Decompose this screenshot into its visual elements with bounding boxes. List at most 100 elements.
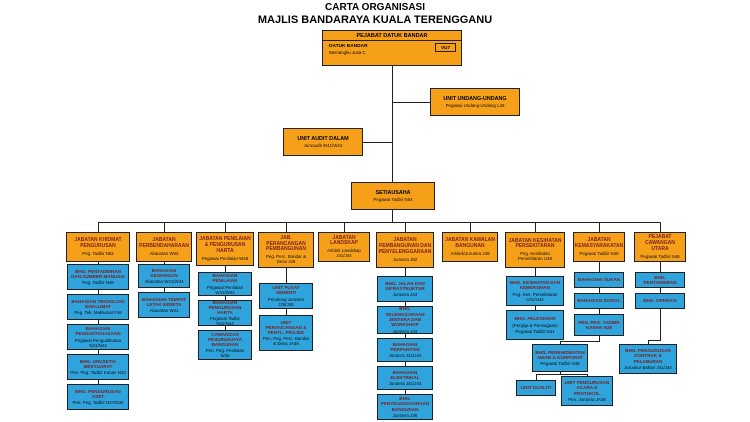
connector-line [587, 374, 588, 376]
pejabat-datuk-bandar-box: PEJABAT DATUK BANDAR DATUK BANDAR Memang… [322, 30, 462, 66]
bhg-penyelenggaraan-bangunan-title: BHG. PENYELENGGARAAN BANGUNAN [380, 396, 430, 412]
connector-line [363, 142, 392, 143]
dept-cawangan-utara-title: PEJABAT CAWANGAN UTARA [645, 234, 675, 252]
pen-peg-tadbir-kanan: PEN. PEG. TADBIR KANAN N36 [574, 314, 624, 336]
unit-pengurusan-acara-protokol-sub: Pen. Jurutera JA36 [568, 396, 606, 402]
bhg-pengurusan-aset-sub: Pen. Peg. Tadbir N27/N32 [72, 400, 124, 406]
bhg-tempat-letak-kereta-sub: Akauntan W41 [149, 308, 179, 314]
bhg-sukan-title: BAHAGIAN SUKAN [577, 277, 621, 283]
dept-kesihatan-persekitaran-title: JABATAN KESIHATAN PERSEKITARAN [508, 237, 562, 250]
connector-line [560, 372, 561, 374]
bhg-sosial: BAHAGIAN SOSIAL [574, 293, 624, 309]
bhg-selenggaraan-jentera-sub: Jurutera J44 [392, 328, 418, 334]
chart-title-line2: MAJLIS BANDARAYA KUALA TERENGGANU [257, 14, 493, 26]
unit-kualiti-title: UNIT KUALITI [520, 385, 552, 391]
connector-line [536, 374, 537, 380]
unit-pusat-sehenti-title: UNIT PUSAT SEHENTI [272, 285, 300, 296]
setiausaha-sub: Pegawai Tadbir N54 [373, 197, 413, 203]
bhg-pelesenan-sub: Pegawai Tadbir N41 [515, 328, 555, 334]
bhg-operasi-title: BHG. OPERASI [643, 298, 677, 304]
connector-line [560, 341, 600, 342]
bhg-elektrikal-sub: Jurutera J41/J44 [388, 381, 422, 387]
bhg-pentadbiran-sumber-manusia-sub: Peg. Tadbir N48 [82, 280, 114, 286]
unit-pengurusan-acara-protokol-title: UNIT PENGURUSAN ACARA & PROTOKOL [564, 380, 610, 396]
dept-landskap-title: JABATAN LANDSKAP [330, 234, 358, 247]
connector-line [98, 262, 99, 384]
bhg-urusetia-mesyuarat-sub: Pen. Peg. Tadbir Kanan N32 [70, 370, 126, 376]
unit-pusat-sehenti-sub: Penolong Jurutera J29/J36 [268, 296, 304, 307]
bhg-sosial-title: BAHAGIAN SOSIAL [577, 298, 621, 304]
connector-line [392, 210, 393, 222]
connector-line [225, 266, 226, 330]
bhg-pentadbiran-utara: BHG. PENTADBIRAN [635, 272, 685, 288]
dept-perbendaharaan-sub: Akauntan W52 [149, 250, 179, 256]
bhg-sukan: BAHAGIAN SUKAN [574, 272, 624, 288]
dept-perancangan-pembangunan-title: JAB. PERANCANGAN PEMBANGUNAN [266, 234, 306, 253]
bhg-pentadbiran-utara-title: BHG. PENTADBIRAN [643, 274, 677, 285]
dept-khidmat-pengurusan-sub: Peg. Tadbir N52 [82, 250, 114, 256]
bhg-pengurusan-kontrak-pelaburan-title: BHG. PENGURUSAN KONTRAK & PELABURAN [625, 348, 671, 364]
dept-perbendaharaan-title: JABATAN PERBENDAHARAAN [139, 237, 189, 249]
bhg-pengurusan-kontrak-pelaburan-sub: Juruukur Bahan J41/J44 [624, 364, 672, 370]
connector-line [392, 66, 393, 182]
bhg-urusetia-mesyuarat-title: BHG. URUSETIA MESYUARAT [79, 358, 117, 369]
dept-khidmat-pengurusan-title: JABATAN KHIDMAT PENGURUSAN [74, 237, 122, 249]
dept-cawangan-utara-sub: Pegawai Tadbir N48 [640, 253, 680, 259]
datuk-bandar-label: DATUK BANDAR [329, 44, 368, 49]
dept-penilaian-pengurusan-harta-sub: Pegawai Penilaian W48 [201, 255, 249, 261]
connector-line [648, 340, 661, 341]
pejabat-datuk-bandar-title: PEJABAT DATUK BANDAR [323, 31, 461, 41]
connector-line [344, 222, 345, 232]
chart-title-line1: CARTA ORGANISASI [325, 2, 425, 13]
unit-perancangan-penyelarasan-projek-title: UNIT PERANCANGAN & PENYL. PROJEK [265, 319, 307, 336]
bhg-perkhidmatan-awam-korporat-title: BHG. PERKHIDMATAN AWAM & KORPORAT [535, 349, 585, 360]
bhg-perparitan-title: BAHAGIAN PERPARITAN [390, 341, 420, 352]
bhg-jalan-infrastruktur-sub: Jurutera J44 [392, 292, 418, 298]
bhg-kesihatan-kebersihan-title: BHG. KESIHATAN DAN KEBERSIHAN [509, 280, 561, 291]
pejabat-datuk-bandar-body: DATUK BANDAR Memangku Jusa C VU7 [323, 41, 461, 62]
connector-line [164, 222, 165, 232]
connector-line [286, 222, 287, 232]
bhg-teknologi-maklumat-sub: Peg. Tek. Maklumat F48 [74, 310, 122, 316]
bhg-penguatkuasaan-sub: Pegawai Penguatkuasa N41/N44 [74, 337, 122, 348]
connector-line [405, 222, 406, 232]
dept-kawalan-bangunan-sub: Arkitek/Jurutera J48 [450, 250, 490, 256]
dept-kawalan-bangunan-title: JABATAN KAWALAN BANGUNAN [445, 237, 495, 249]
dept-penilaian-pengurusan-harta-title: JABATAN PENILAIAN & PENGURUSAN HARTA [199, 236, 251, 254]
chart-heading: CARTA ORGANISASI MAJLIS BANDARAYA KUALA … [0, 2, 750, 27]
bhg-jalan-infrastruktur-title: BHG. JALAN DAN INFRASTRUKTUR [385, 280, 425, 291]
bhg-penilaian-title: BAHAGIAN PENILAIAN [212, 273, 238, 284]
bhg-elektrikal-title: BAHAGIAN ELEKTRIKAL [390, 369, 420, 380]
grade-badge: VU7 [435, 43, 456, 52]
bhg-tempat-letak-kereta-title: BAHAGIAN TEMPAT LETAK KERETA [141, 296, 187, 307]
dept-kemasyarakatan-sub: Pegawai Tadbir N48 [579, 250, 619, 256]
pen-peg-tadbir-kanan-title: PEN. PEG. TADBIR KANAN N36 [578, 319, 620, 330]
unit-perancangan-penyelarasan-projek-sub: Pen. Peg. Perc. Bandar & Desa JA36 [262, 336, 310, 347]
